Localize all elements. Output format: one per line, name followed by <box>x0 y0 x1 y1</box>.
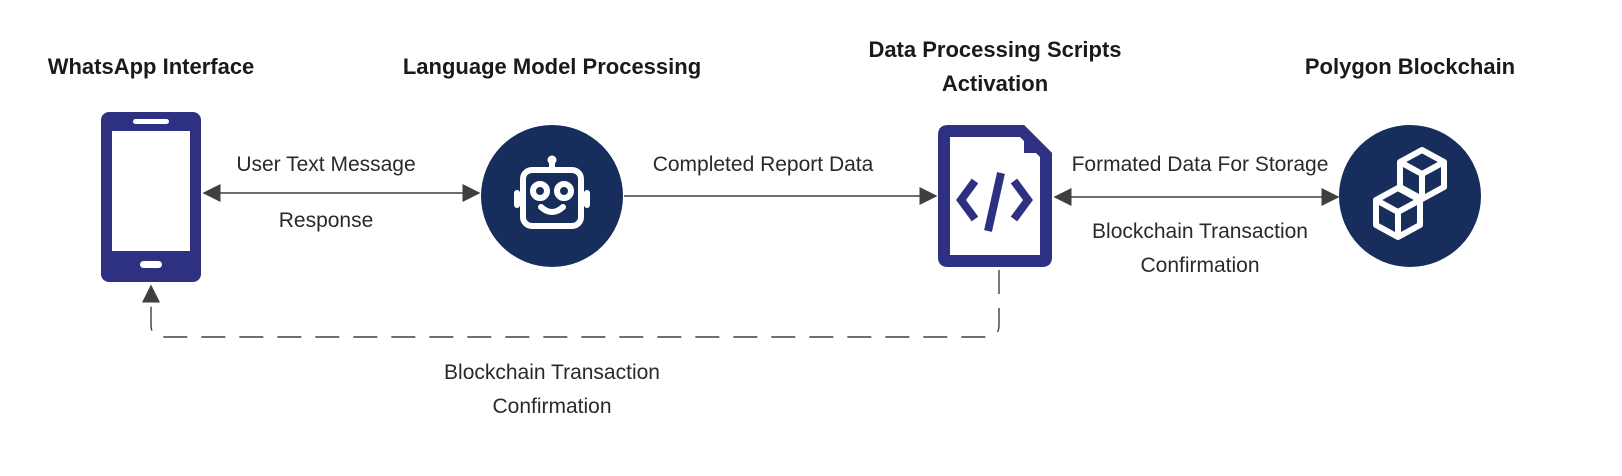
label-formatted-data: Formated Data For Storage <box>1071 153 1329 176</box>
scripts-title-line1: Data Processing Scripts <box>868 37 1122 62</box>
blocks-icon <box>1339 125 1481 267</box>
whatsapp-title: WhatsApp Interface <box>47 54 255 79</box>
label-user-text-message: User Text Message <box>236 153 416 176</box>
label-confirm-right-line2: Confirmation <box>1140 254 1260 277</box>
label-response: Response <box>278 209 374 232</box>
label-completed-report-data: Completed Report Data <box>652 153 874 176</box>
label-confirm-bottom-line2: Confirmation <box>492 395 612 418</box>
label-confirm-bottom-line1: Blockchain Transaction <box>444 361 660 384</box>
label-confirm-right-line1: Blockchain Transaction <box>1092 220 1308 243</box>
arrow-scripts-phone-dashed <box>142 270 1000 338</box>
code-file-icon <box>938 125 1052 267</box>
smartphone-icon <box>101 112 201 282</box>
polygon-title: Polygon Blockchain <box>1304 54 1516 79</box>
llm-title: Language Model Processing <box>402 54 702 79</box>
robot-icon <box>481 125 623 267</box>
scripts-title-line2: Activation <box>941 71 1049 96</box>
